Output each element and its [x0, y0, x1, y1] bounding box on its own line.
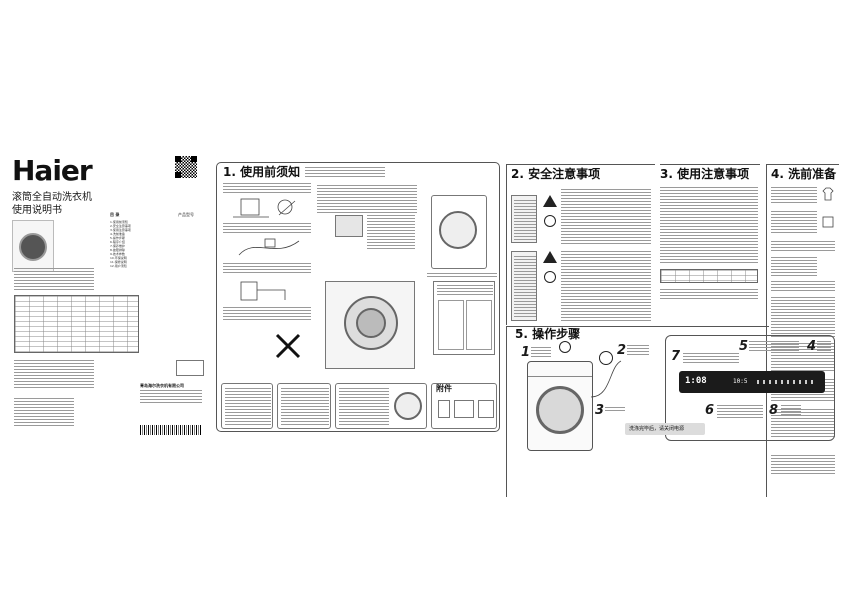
install-column	[223, 183, 313, 363]
spec-table	[14, 295, 139, 353]
section-5-title: 5. 操作步骤	[515, 327, 581, 341]
accessories-title: 附件	[436, 384, 452, 393]
step-5-number: 5	[739, 339, 749, 354]
step-1-number: 1	[521, 345, 531, 360]
step-2-number: 2	[617, 343, 627, 358]
section-1-title: 1. 使用前须知	[223, 165, 301, 179]
brand-logo: Haier	[12, 154, 93, 187]
step-6-number: 6	[705, 403, 715, 418]
note-box-2	[277, 383, 331, 429]
qr-code	[175, 156, 197, 178]
step-3-number: 3	[595, 403, 605, 418]
washer-photo	[12, 220, 54, 272]
prohibit-illustration	[275, 333, 301, 359]
accessories-box: 附件	[431, 383, 497, 429]
power-cord	[591, 360, 622, 398]
section-2-title: 2. 安全注意事项	[511, 167, 601, 181]
pocket-icon	[822, 216, 834, 228]
note-box-3	[335, 383, 427, 429]
warning-icon	[543, 195, 557, 207]
section-2-panel: 2. 安全注意事项	[506, 164, 655, 325]
program-readout: 10:5	[733, 378, 748, 385]
section-4-title: 4. 洗前准备	[771, 167, 837, 181]
washer-door	[536, 386, 584, 434]
section-3-title: 3. 使用注意事项	[660, 167, 750, 181]
company-name: 青岛海尔洗衣机有限公司	[140, 383, 184, 388]
section-5-panel: 5. 操作步骤 1 3 2 5 4 7 1:08 10:5 6 8 洗涤完毕后，…	[506, 326, 835, 497]
parts-list-box	[433, 281, 495, 355]
warning-label-1	[511, 195, 537, 243]
back-view-frame	[325, 281, 415, 369]
control-panel-box	[665, 335, 835, 441]
note-box-1	[221, 383, 273, 429]
step-4-number: 4	[807, 339, 817, 354]
cover-notes-3	[14, 398, 74, 428]
warning-label-2	[511, 251, 537, 321]
step-7-number: 7	[671, 349, 681, 364]
toc-label: 目 录	[110, 212, 120, 217]
cover-title-1: 滚筒全自动洗衣机	[12, 192, 92, 203]
front-washer-sketch	[427, 191, 497, 281]
plug-icon	[559, 341, 571, 353]
cover-panel: Haier 滚筒全自动洗衣机 使用说明书 目 录 产品型号 1.使用前须知 2.…	[10, 150, 205, 440]
cover-notes	[14, 268, 94, 290]
barcode	[140, 425, 202, 435]
caution-icon	[544, 215, 556, 227]
tap-icon	[599, 351, 613, 365]
section-4-panel: 4. 洗前准备	[766, 164, 839, 497]
toc-list: 1.使用前须知 2.安全注意事项 3.使用注意事项 4.洗前准备 5.操作步骤 …	[110, 220, 131, 268]
sticker-box	[176, 360, 204, 376]
section-1-panel: 1. 使用前须知	[216, 162, 500, 432]
step-8-number: 8	[769, 403, 779, 418]
cover-notes-2	[14, 360, 94, 388]
prohibit-icon	[544, 271, 556, 283]
section-3-panel: 3. 使用注意事项	[660, 164, 760, 325]
load-table	[660, 269, 758, 283]
cover-title-2: 使用说明书	[12, 205, 62, 216]
model-label: 产品型号	[178, 212, 194, 217]
washer-illustration	[527, 361, 593, 451]
outlet-illustration	[240, 281, 286, 301]
hose-illustration	[238, 238, 300, 256]
display-panel: 1:08 10:5	[679, 371, 825, 393]
shirt-icon	[822, 187, 834, 201]
finish-note: 洗涤完毕后，请关闭电源	[625, 423, 705, 435]
company-address	[140, 390, 202, 404]
warning-icon-2	[543, 251, 557, 263]
bolt-detail	[335, 215, 363, 237]
time-readout: 1:08	[685, 376, 707, 386]
level-illustration	[233, 198, 296, 218]
